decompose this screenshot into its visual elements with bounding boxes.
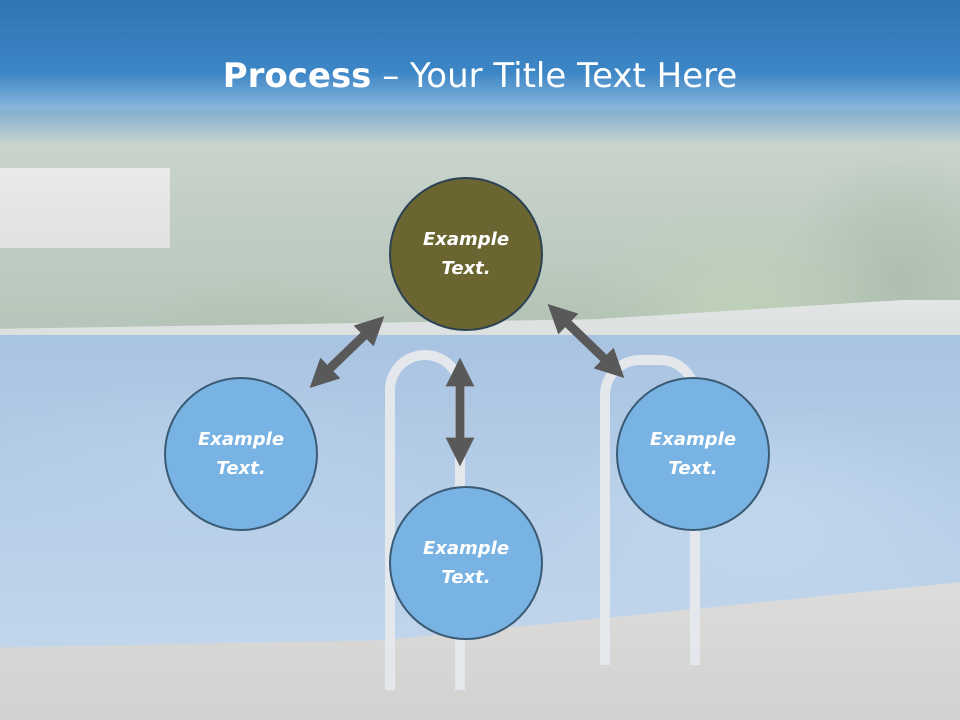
- node-right-line2: Text.: [668, 458, 718, 479]
- slide-title[interactable]: Process – Your Title Text Here: [0, 54, 960, 98]
- node-left-line1: Example: [197, 429, 285, 450]
- node-right-line1: Example: [649, 429, 737, 450]
- arrow-top-left: [309, 316, 385, 388]
- process-node-left[interactable]: Example Text.: [164, 377, 318, 531]
- arrow-top-right: [547, 304, 625, 378]
- node-left-line2: Text.: [216, 458, 266, 479]
- node-bottom-line1: Example: [422, 538, 510, 559]
- process-node-bottom[interactable]: Example Text.: [389, 486, 543, 640]
- node-bottom-line2: Text.: [441, 567, 491, 588]
- node-center-line2: Text.: [441, 258, 491, 279]
- node-center-line1: Example: [422, 229, 510, 250]
- slide-title-bold: Process: [222, 56, 372, 96]
- process-node-right[interactable]: Example Text.: [616, 377, 770, 531]
- slide-title-rest: – Your Title Text Here: [371, 56, 738, 96]
- title-bar: [0, 0, 960, 145]
- process-node-center[interactable]: Example Text.: [389, 177, 543, 331]
